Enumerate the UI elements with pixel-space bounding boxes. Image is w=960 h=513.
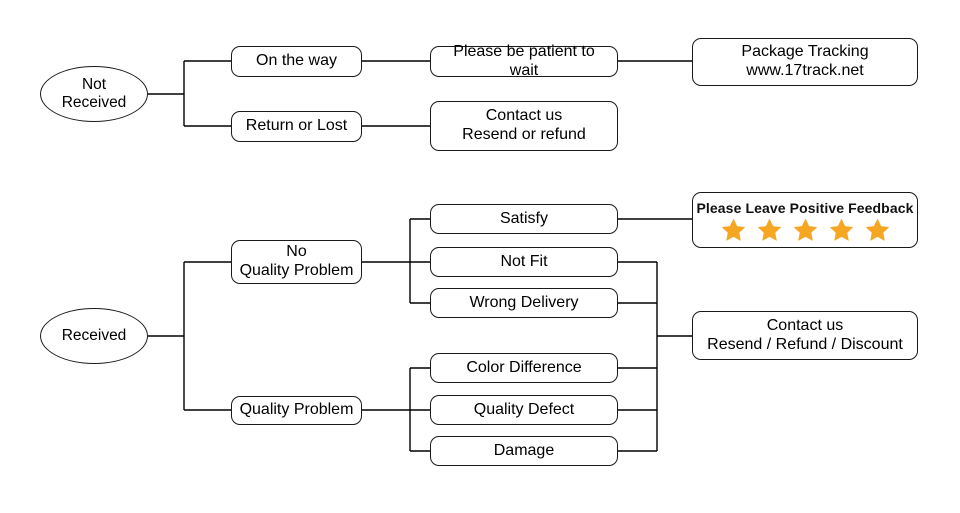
node-package-tracking-label: Package Tracking www.17track.net [741,43,869,79]
node-quality-defect[interactable]: Quality Defect [430,395,618,425]
star-icon [829,218,853,241]
node-please-be-patient-label: Please be patient to wait [453,42,595,79]
node-package-tracking[interactable]: Package Tracking www.17track.net [692,38,918,86]
node-contact-us-resend-refund[interactable]: Contact us Resend or refund [430,101,618,151]
feedback-label: Please Leave Positive Feedback [696,199,914,216]
node-return-or-lost[interactable]: Return or Lost [231,111,362,142]
node-not-received[interactable]: Not Received [40,66,148,122]
node-satisfy[interactable]: Satisfy [430,204,618,234]
star-icon [865,218,889,241]
node-color-difference[interactable]: Color Difference [430,353,618,383]
node-quality-problem[interactable]: Quality Problem [231,396,362,425]
node-damage[interactable]: Damage [430,436,618,466]
node-no-quality-problem-label: No Quality Problem [239,243,354,279]
node-not-received-label: Not Received [61,75,127,111]
star-icon [721,218,745,241]
node-contact-us-resend-refund-discount[interactable]: Contact us Resend / Refund / Discount [692,311,918,360]
node-return-or-lost-label: Return or Lost [245,117,348,135]
star-icon [757,218,781,241]
node-wrong-delivery[interactable]: Wrong Delivery [430,288,618,318]
node-contact-us-resend-refund-label: Contact us Resend or refund [462,107,586,143]
node-wrong-delivery-label: Wrong Delivery [469,293,579,311]
star-rating[interactable] [720,217,891,243]
node-quality-defect-label: Quality Defect [473,400,575,418]
node-received-label: Received [61,326,127,344]
node-damage-label: Damage [493,441,555,459]
node-please-be-patient[interactable]: Please be patient to wait [430,43,618,79]
node-color-difference-label: Color Difference [466,358,582,376]
star-icon [793,218,817,241]
node-received[interactable]: Received [40,308,148,364]
node-not-fit[interactable]: Not Fit [430,247,618,277]
node-contact-us-resend-refund-discount-label: Contact us Resend / Refund / Discount [707,316,903,353]
node-satisfy-label: Satisfy [499,209,548,227]
node-no-quality-problem[interactable]: No Quality Problem [231,240,362,284]
node-quality-problem-label: Quality Problem [239,401,354,419]
node-positive-feedback[interactable]: Please Leave Positive Feedback [692,192,918,248]
node-not-fit-label: Not Fit [500,252,548,270]
node-on-the-way[interactable]: On the way [231,46,362,77]
node-on-the-way-label: On the way [256,52,337,70]
